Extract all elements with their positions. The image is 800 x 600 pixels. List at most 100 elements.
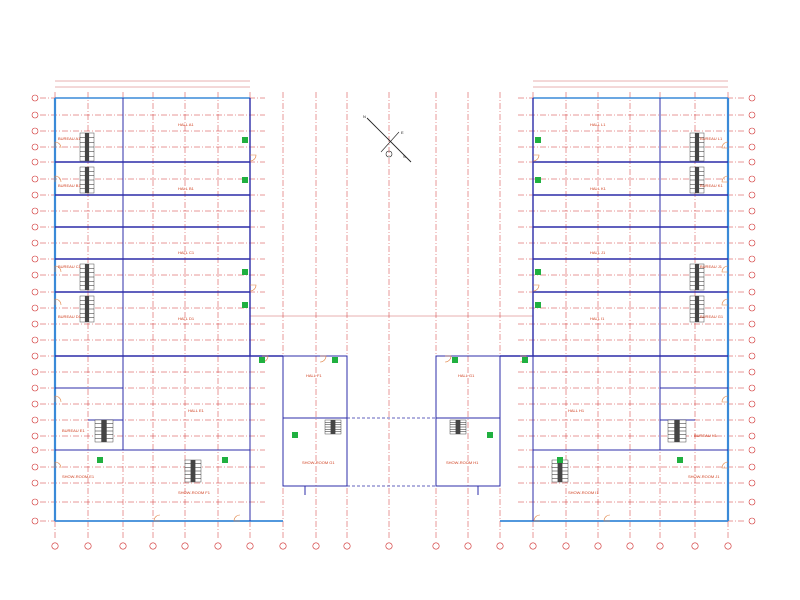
axis-bubble: [748, 288, 756, 296]
axis-bubble: [748, 207, 756, 215]
compass-north: N: [363, 114, 366, 119]
axis-bubble: [748, 517, 756, 525]
central-link: [347, 417, 436, 487]
room-label: HALL H1: [568, 408, 585, 413]
service-marker: [557, 457, 563, 463]
room-labels: HALL A1 HALL B1 HALL C1 HALL D1 HALL E1 …: [58, 122, 724, 495]
axis-bubble: [748, 239, 756, 247]
axis-bubble: [748, 271, 756, 279]
room-label: HALL K1: [590, 186, 607, 191]
stair-core: [694, 264, 700, 290]
axis-bubble: [748, 304, 756, 312]
service-marker: [677, 457, 683, 463]
service-marker: [97, 457, 103, 463]
axis-bubble: [748, 498, 756, 506]
axis-bubble: [748, 143, 756, 151]
room-label: HALL L1: [590, 122, 606, 127]
service-marker: [452, 357, 458, 363]
axis-bubble: [748, 191, 756, 199]
axis-grid: [40, 92, 745, 538]
axis-bubble: [748, 384, 756, 392]
axis-bubble: [748, 158, 756, 166]
door-swing: [721, 141, 729, 149]
axis-bubble: [748, 336, 756, 344]
room-label: SHOW-ROOM I1: [568, 490, 599, 495]
room-label: SHOW-ROOM F1: [178, 490, 211, 495]
stair-blocks: [79, 132, 705, 483]
door-swing: [54, 461, 62, 469]
room-label: BUREAU E1: [62, 428, 85, 433]
room-label: HALL B1: [178, 186, 195, 191]
service-marker: [522, 357, 528, 363]
service-marker: [242, 269, 248, 275]
room-label: BUREAU G1: [700, 314, 724, 319]
room-label: HALL I1: [590, 316, 605, 321]
room-label: BUREAU C1: [58, 264, 82, 269]
stair: [667, 419, 687, 443]
axis-bubble: [748, 94, 756, 102]
room-label: BUREAU B1: [58, 183, 81, 188]
axis-bubble: [748, 479, 756, 487]
right-wing: [435, 97, 730, 522]
stair-core: [84, 167, 90, 193]
axis-bubble: [656, 542, 664, 550]
door-swing: [233, 514, 241, 522]
axis-bubble: [181, 542, 189, 550]
axis-bubble: [246, 542, 254, 550]
room-label: HALL C1: [178, 250, 195, 255]
axis-bubbles: [31, 94, 756, 550]
service-markers: [97, 137, 683, 463]
axis-bubble: [31, 400, 39, 408]
left-wing: [53, 97, 348, 522]
room-label: BUREAU A1: [58, 136, 81, 141]
door-swing: [721, 298, 729, 306]
stair-core: [84, 296, 90, 322]
axis-bubble: [84, 542, 92, 550]
room-label: HALL D1: [178, 316, 195, 321]
axis-bubble: [31, 158, 39, 166]
axis-bubble: [31, 271, 39, 279]
axis-bubble: [748, 352, 756, 360]
axis-bubble: [119, 542, 127, 550]
stair: [324, 419, 342, 435]
axis-bubble: [724, 542, 732, 550]
axis-bubble: [748, 175, 756, 183]
stair-core: [557, 460, 563, 482]
service-marker: [292, 432, 298, 438]
stair: [449, 419, 467, 435]
room-label: BUREAU H1: [694, 433, 718, 438]
door-swing: [54, 298, 62, 306]
door-swing: [603, 514, 611, 522]
axis-bubble: [748, 432, 756, 440]
axis-bubble: [31, 191, 39, 199]
service-marker: [259, 357, 265, 363]
service-marker: [242, 137, 248, 143]
service-marker: [535, 269, 541, 275]
axis-bubble: [748, 223, 756, 231]
service-marker: [242, 302, 248, 308]
room-label: SHOW-ROOM H1: [446, 460, 479, 465]
axis-bubble: [214, 542, 222, 550]
stair: [689, 263, 705, 291]
door-swing: [532, 284, 540, 292]
axis-bubble: [31, 207, 39, 215]
stair-core: [84, 133, 90, 161]
axis-bubble: [748, 416, 756, 424]
room-label: SHOW-ROOM J1: [688, 474, 720, 479]
axis-bubble: [31, 384, 39, 392]
room-label: HALL A1: [178, 122, 194, 127]
axis-bubble: [562, 542, 570, 550]
service-marker: [332, 357, 338, 363]
axis-bubble: [312, 542, 320, 550]
room-label: BUREAU J1: [700, 264, 723, 269]
axis-bubble: [31, 352, 39, 360]
service-marker: [222, 457, 228, 463]
axis-bubble: [31, 111, 39, 119]
stair: [79, 263, 95, 291]
door-swing: [54, 175, 62, 183]
room-label: SHOW-ROOM G1: [302, 460, 335, 465]
axis-bubble: [279, 542, 287, 550]
axis-bubble: [496, 542, 504, 550]
room-label: HALL E1: [188, 408, 205, 413]
